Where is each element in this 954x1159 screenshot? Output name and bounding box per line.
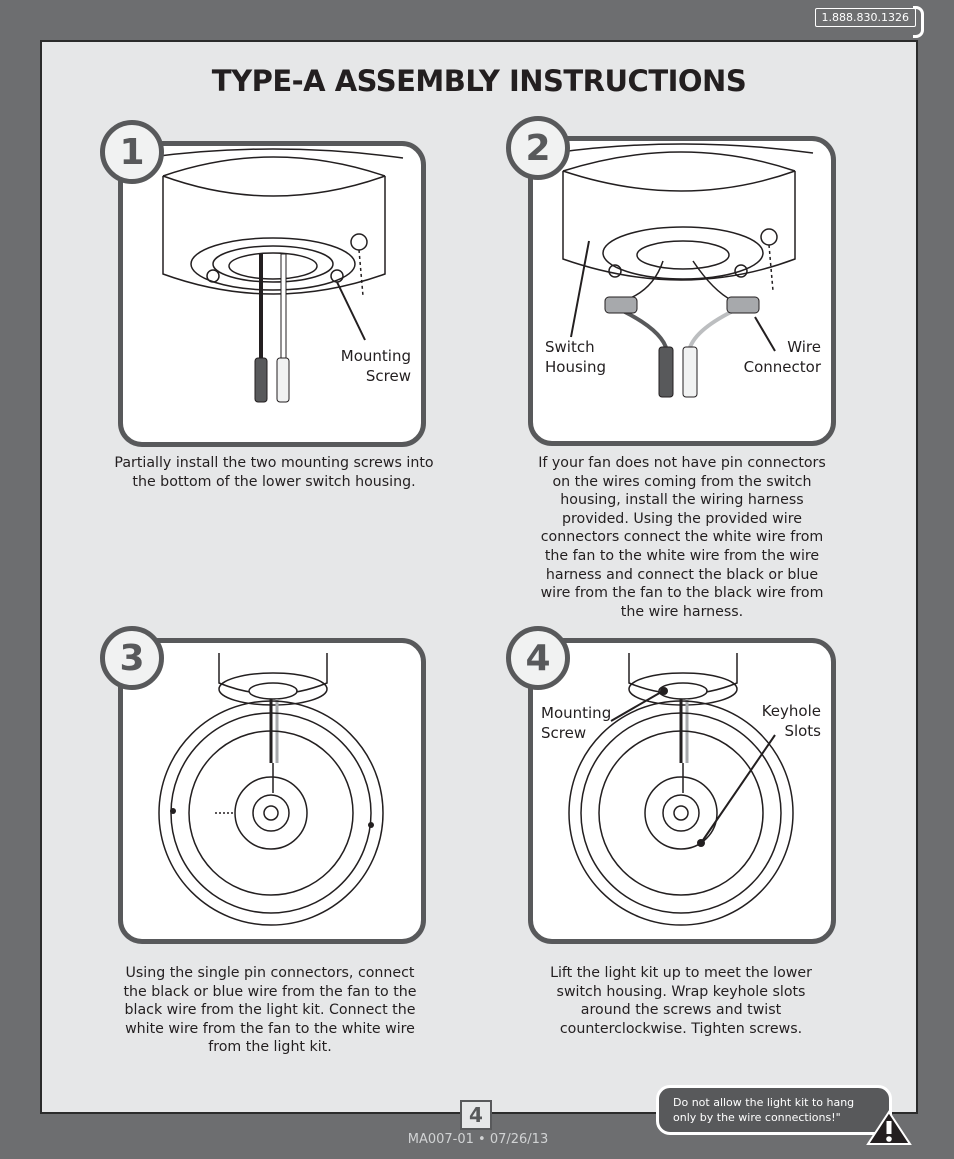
- step-1-badge: 1: [100, 120, 164, 184]
- switch-housing-label: Switch Housing: [545, 338, 606, 376]
- page-number: 4: [460, 1100, 492, 1130]
- step-2-illustration: [552, 143, 814, 398]
- step-3-illustration: [158, 653, 384, 926]
- document-code: MA007-01 • 07/26/13: [407, 1132, 549, 1147]
- step-4-figure: Mounting Screw Keyhole Slots: [528, 638, 836, 944]
- step-4-badge: 4: [506, 626, 570, 690]
- mounting-screw-label: Mounting Screw: [340, 347, 411, 385]
- phone-icon: [913, 6, 924, 38]
- keyhole-slots-label: Keyhole Slots: [761, 702, 821, 740]
- step-3-figure: [118, 638, 426, 944]
- wire-connector-label: Wire Connector: [743, 338, 821, 376]
- warning-icon: [866, 1110, 912, 1145]
- phone-number: 1.888.830.1326: [814, 8, 916, 27]
- step-2-caption: If your fan does not have pin connectors…: [538, 455, 826, 620]
- page-title: TYPE-A ASSEMBLY INSTRUCTIONS: [211, 64, 747, 98]
- warning-note: Do not allow the light kit to hang only …: [656, 1085, 892, 1135]
- step-1-caption: Partially install the two mounting screw…: [114, 455, 434, 490]
- step-4-caption: Lift the light kit up to meet the lower …: [550, 965, 812, 1037]
- step-2-figure: Switch Housing Wire Connector: [528, 136, 836, 446]
- step-1-illustration: [142, 148, 404, 403]
- step-2-badge: 2: [506, 116, 570, 180]
- step-4-illustration: [568, 653, 794, 926]
- step-3-badge: 3: [100, 626, 164, 690]
- step-3-caption: Using the single pin connectors, connect…: [123, 965, 417, 1056]
- step-1-figure: Mounting Screw: [118, 141, 426, 447]
- mounting-screw-label-4: Mounting Screw: [541, 704, 612, 742]
